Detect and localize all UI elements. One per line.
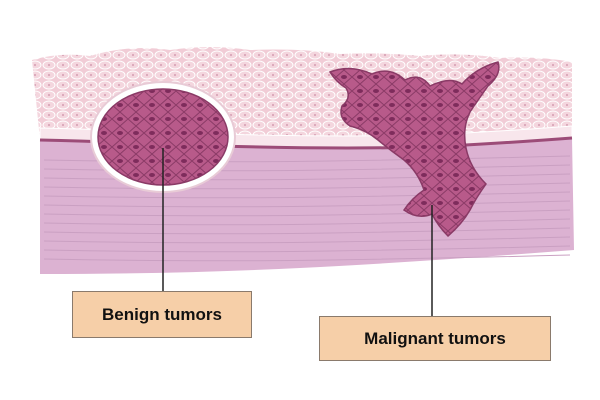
connective-fibers [43,155,571,262]
connective-fiber [43,227,571,235]
connective-fiber [43,254,571,262]
connective-fiber [43,245,571,253]
connective-fiber [43,236,571,244]
malignant-tumor [328,61,500,238]
benign-tumor [90,81,236,193]
connective-fiber [43,200,571,208]
connective-fiber [43,209,571,217]
malignant-tumors-label: Malignant tumors [319,316,551,361]
connective-fiber [43,191,571,199]
benign-tumors-label: Benign tumors [72,291,252,338]
connective-fiber [43,218,571,226]
